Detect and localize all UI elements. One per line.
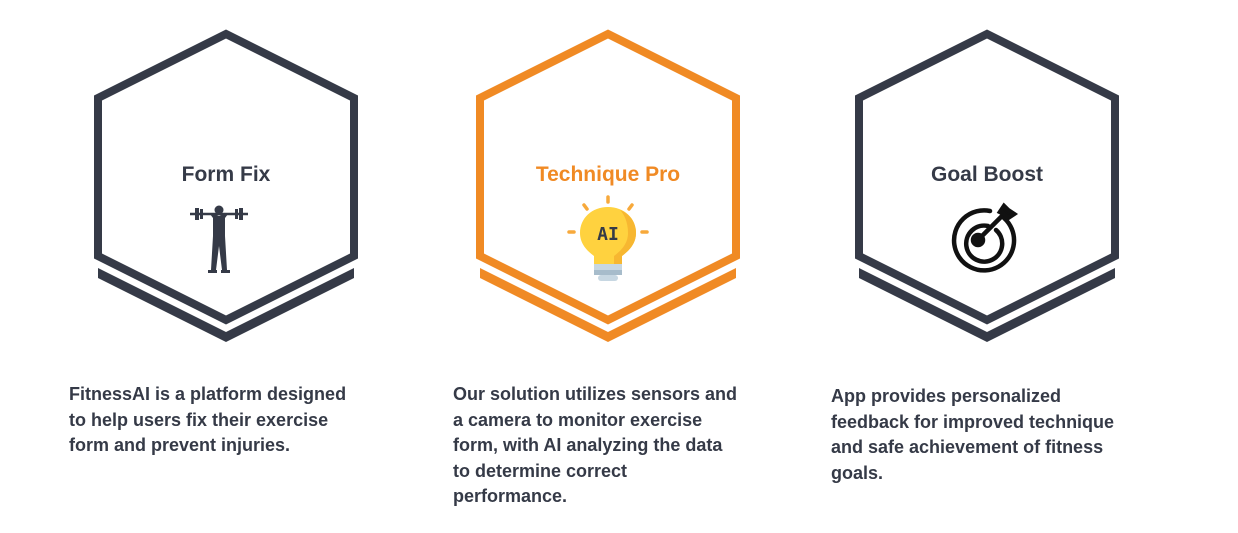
hexagon-technique-pro: [476, 29, 740, 342]
target-dart-icon: [951, 202, 1019, 273]
hexagon-outline: [476, 29, 740, 325]
card-description-goal-boost: App provides personalized feedback for i…: [831, 386, 1115, 483]
hexagon-outline: [855, 29, 1119, 325]
ai-lightbulb-icon: AI: [567, 195, 649, 281]
hexagon-goal-boost: [855, 29, 1119, 342]
weightlifter-icon: [190, 205, 248, 273]
hexagon-form-fix: [94, 29, 358, 342]
card-description-technique-pro: Our solution utilizes sensors and a came…: [453, 384, 738, 506]
ai-icon-label: AI: [597, 224, 619, 245]
card-title-form-fix: Form Fix: [181, 163, 271, 186]
card-description-form-fix: FitnessAI is a platform designed to help…: [69, 384, 347, 455]
card-title-technique-pro: Technique Pro: [535, 163, 681, 186]
hexagon-outline: [94, 29, 358, 325]
card-title-goal-boost: Goal Boost: [930, 163, 1043, 186]
